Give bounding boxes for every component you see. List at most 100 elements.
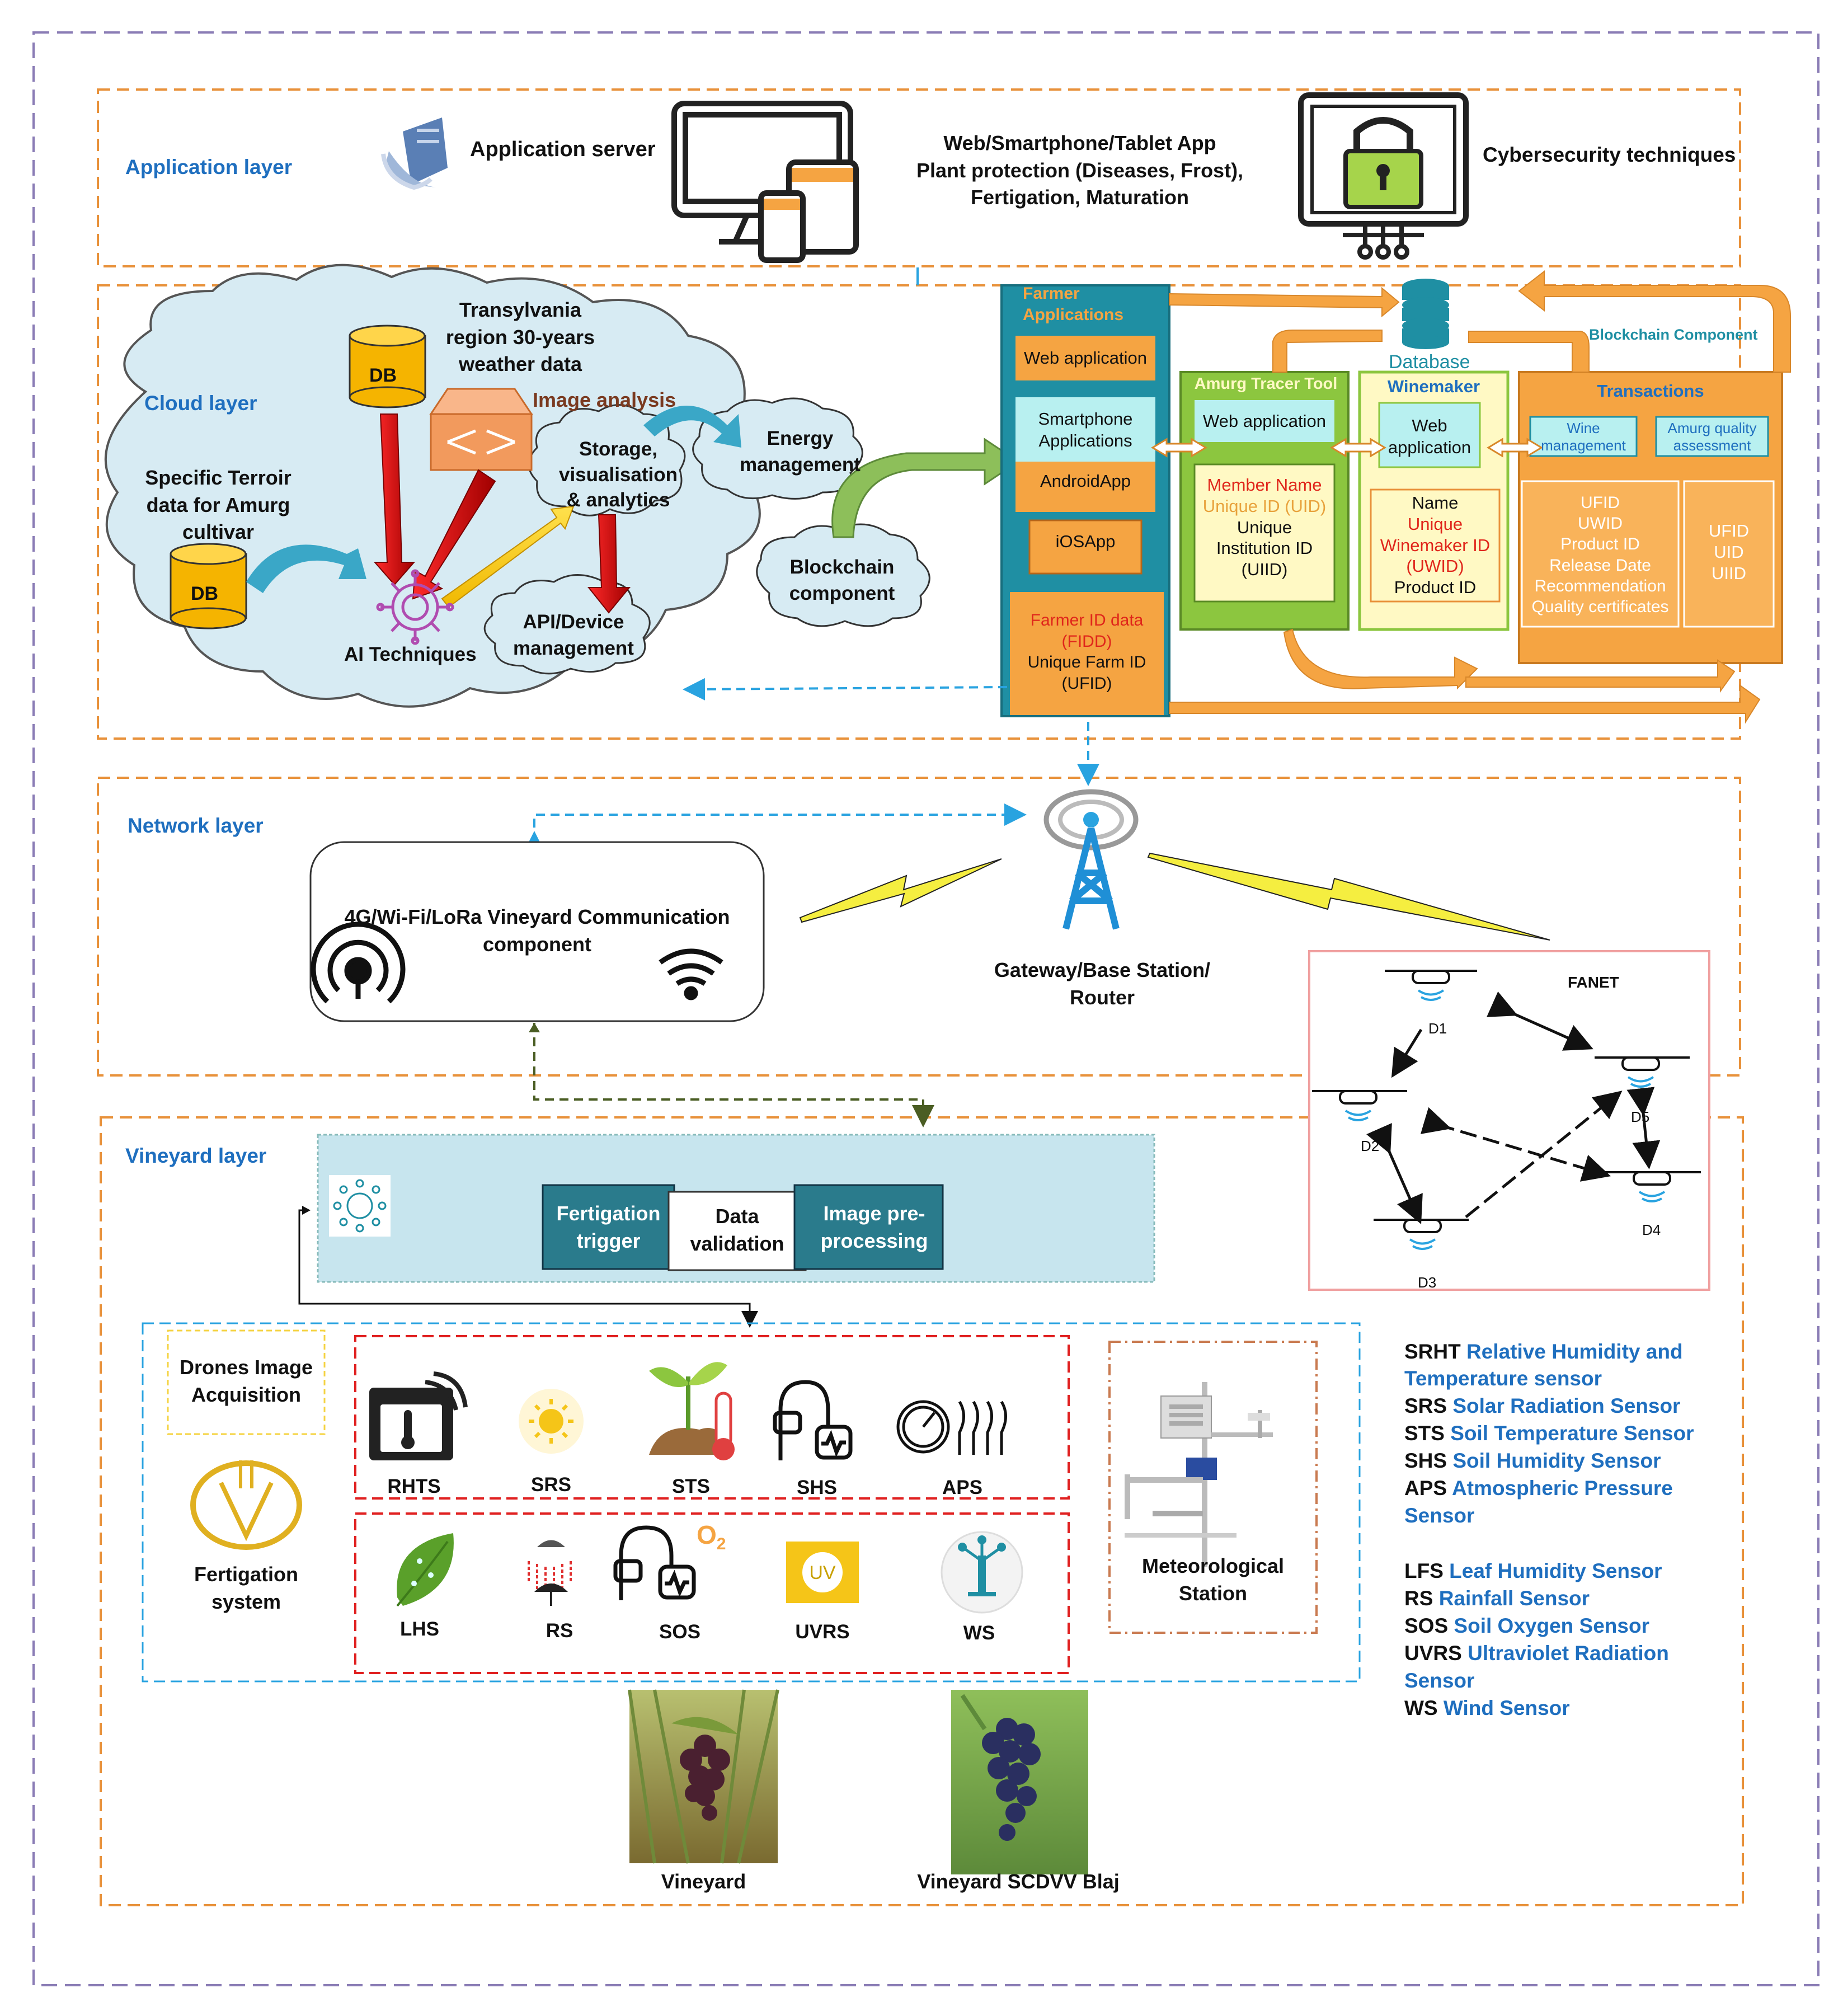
yellow-arrow	[441, 505, 575, 608]
tracer-field-5: (UIID)	[1241, 560, 1288, 580]
ws-icon	[941, 1531, 1023, 1614]
trans-field-6: Quality certificates	[1531, 597, 1669, 616]
farmer-id-data: Farmer ID data (FIDD) Unique Farm ID (UF…	[1010, 610, 1164, 694]
image-analysis-icon	[429, 388, 533, 471]
drone-d1-label: D1	[1428, 1020, 1447, 1037]
trans-field-1: UFID	[1581, 494, 1620, 512]
storage-cloud	[528, 404, 686, 516]
trans-id-1: UFID	[1708, 521, 1750, 541]
fertigation-trigger-line-1: Fertigation	[556, 1202, 661, 1225]
smartphone-applications: Smartphone Applications	[1015, 408, 1155, 452]
drone-d3-label: D3	[1418, 1274, 1437, 1291]
shs-icon	[773, 1380, 853, 1460]
storage-line-3: & analytics	[566, 489, 670, 511]
farmer-id-line-3: Unique Farm ID	[1027, 653, 1146, 671]
legend-text: Soil Temperature Sensor	[1450, 1422, 1694, 1445]
aps-icon	[896, 1400, 1007, 1455]
terroir-label: Specific Terroir data for Amurg cultivar	[126, 464, 311, 546]
legend-text: Relative Humidity and	[1466, 1340, 1683, 1363]
data-validation-line-1: Data	[715, 1205, 759, 1228]
fertigation-system-line-2: system	[211, 1590, 281, 1613]
legend-abbr: SRHT	[1404, 1340, 1461, 1363]
arrow-bottom-1	[1169, 684, 1761, 724]
legend-row: SRS Solar Radiation Sensor	[1404, 1394, 1680, 1418]
meteo-line-2: Station	[1179, 1581, 1247, 1605]
lightning-left	[799, 858, 1002, 923]
application-layer-frame	[97, 88, 1741, 267]
vineyard-photo-label: Vineyard	[661, 1870, 746, 1893]
android-app: AndroidApp	[1040, 471, 1131, 491]
sensor-label-aps: APS	[942, 1477, 982, 1498]
meteo-line-1: Meteorological	[1141, 1554, 1285, 1577]
wifi-icon	[659, 948, 723, 1000]
fertigation-system-line-1: Fertigation	[194, 1563, 298, 1586]
trans-field-3: Product ID	[1560, 535, 1640, 554]
comm-component-box	[309, 841, 765, 1022]
legend-text: Soil Humidity Sensor	[1452, 1449, 1661, 1472]
image-pre-line-2: processing	[820, 1229, 928, 1252]
sensor-label-uvrs: UVRS	[795, 1621, 850, 1643]
fanet-drones	[1312, 970, 1701, 1250]
meteo-station-label: Meteorological Station	[1109, 1553, 1317, 1607]
amurg-tracer-title: Amurg Tracer Tool	[1194, 375, 1338, 393]
trans-field-2: UWID	[1578, 514, 1623, 533]
wine-management: Wine management	[1530, 420, 1637, 454]
legend-abbr: LFS	[1404, 1559, 1444, 1582]
legend-text: Wind Sensor	[1443, 1697, 1570, 1719]
transylvania-label: Transylvania region 30-years weather dat…	[431, 297, 610, 378]
api-label: API/Device management	[498, 609, 649, 662]
red-arrow-2	[412, 469, 496, 600]
trans-field-5: Recommendation	[1534, 576, 1666, 595]
energy-line-1: Energy	[767, 427, 834, 449]
comm-line-2: component	[483, 932, 591, 956]
drones-image-box	[167, 1329, 326, 1435]
uvrs-icon	[786, 1542, 859, 1603]
transactions-title: Transactions	[1597, 381, 1704, 401]
sensor-label-sts: STS	[671, 1475, 711, 1497]
db-top-label: DB	[369, 365, 397, 386]
winemaker-field-2: Unique	[1407, 514, 1463, 534]
o2-mark: O2	[697, 1520, 726, 1554]
tracer-fields: Member Name Unique ID (UID) Unique Insti…	[1195, 474, 1334, 580]
antenna-signal-icon	[311, 922, 406, 1004]
transylvania-line-2: region 30-years	[445, 325, 595, 349]
drone-d4-icon	[1603, 1171, 1701, 1202]
legend-abbr: RS	[1404, 1587, 1433, 1610]
application-server-label: Application server	[470, 138, 656, 161]
legend-row: UVRS Ultraviolet Radiation	[1404, 1642, 1669, 1665]
lhs-icon	[396, 1533, 454, 1607]
network-layer-title: Network layer	[128, 814, 264, 837]
terroir-line-2: data for Amurg	[146, 493, 290, 516]
tracer-field-4: Institution ID	[1216, 538, 1313, 558]
legend-row: Sensor	[1404, 1669, 1474, 1693]
arrow-to-db	[1169, 286, 1400, 318]
drone-d2-label: D2	[1361, 1138, 1380, 1154]
database-icon	[1402, 279, 1449, 349]
storage-label: Storage, visualisation & analytics	[534, 436, 702, 513]
farmer-id-line-2: (FIDD)	[1061, 632, 1112, 651]
cybersecurity-icon	[1298, 92, 1469, 260]
vineyard-layer-title: Vineyard layer	[125, 1144, 267, 1167]
legend-row: Sensor	[1404, 1504, 1474, 1528]
winemaker-field-5: Product ID	[1394, 577, 1477, 598]
fertigation-system: Fertigation system	[168, 1561, 325, 1615]
application-layer-title: Application layer	[125, 156, 293, 178]
drone-d2-icon	[1312, 1090, 1407, 1121]
legend-abbr: SOS	[1404, 1614, 1449, 1637]
winemaker-field-1: Name	[1412, 493, 1459, 513]
trans-id-3: UIID	[1712, 563, 1746, 583]
blue-dash-network	[523, 803, 1027, 853]
energy-label: Energy management	[722, 425, 878, 478]
ai-techniques-label: AI Techniques	[344, 643, 477, 665]
quality-line-1: Amurg quality	[1667, 420, 1757, 436]
gateway-label: Gateway/Base Station/ Router	[946, 957, 1259, 1011]
db-icon-bottom	[170, 543, 247, 629]
legend-row: LFS Leaf Humidity Sensor	[1404, 1559, 1662, 1583]
ai-brain-icon	[376, 569, 454, 645]
drones-image-line-1: Drones Image	[179, 1356, 313, 1379]
legend-abbr: APS	[1404, 1477, 1447, 1500]
legend-abbr: SHS	[1404, 1449, 1447, 1472]
sts-icon	[649, 1362, 735, 1460]
drone-d1-icon	[1385, 970, 1477, 1001]
